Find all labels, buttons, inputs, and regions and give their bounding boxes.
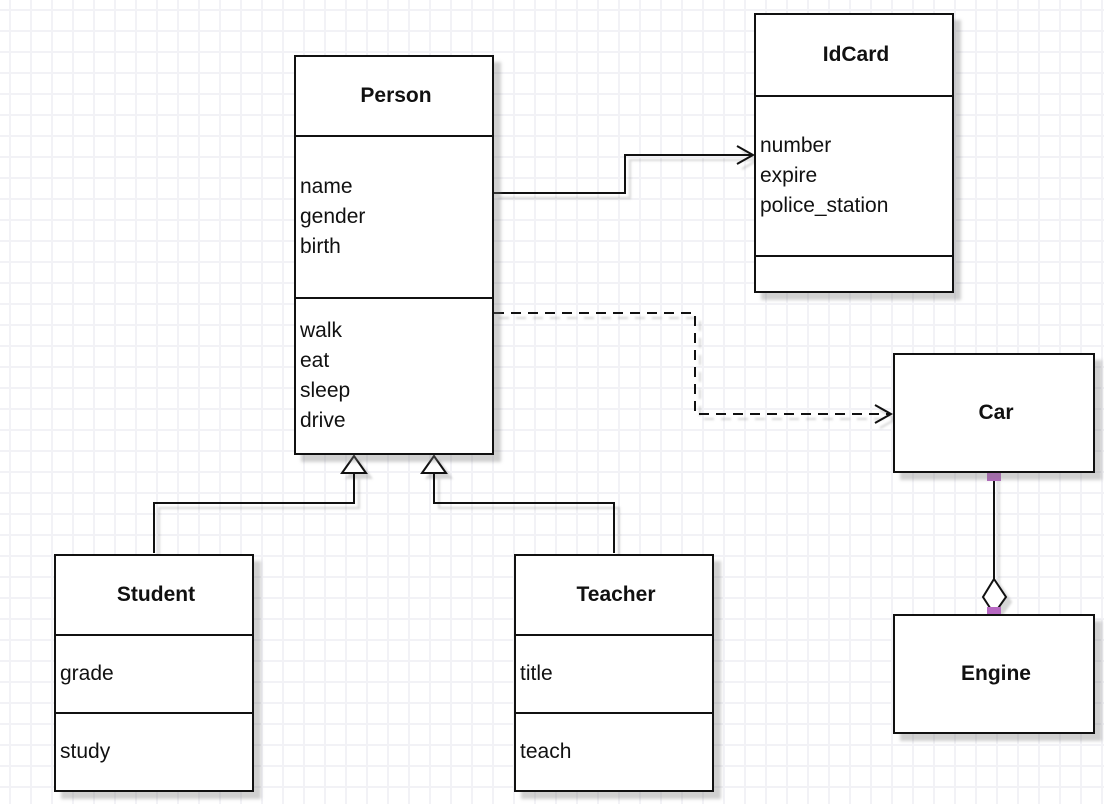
attribute-label: grade	[60, 662, 114, 685]
hollow-triangle-icon	[340, 454, 368, 474]
attribute-label: expire	[760, 164, 818, 187]
class-title: Teacher	[576, 583, 656, 606]
class-box-idcard[interactable]: IdCard number expire police_station	[754, 13, 954, 293]
attribute-label: name	[300, 175, 353, 198]
method-label: drive	[300, 409, 346, 432]
attribute-label: number	[760, 134, 832, 157]
aggregation-car-engine[interactable]	[981, 474, 1008, 616]
name-compartment: Person	[296, 57, 492, 135]
open-arrow-icon	[736, 145, 756, 165]
class-box-student[interactable]: Student grade study	[54, 554, 254, 792]
methods-compartment: study	[56, 712, 252, 790]
open-arrow-icon	[874, 404, 894, 424]
method-label: eat	[300, 349, 330, 372]
association-person-idcard[interactable]	[494, 145, 756, 194]
name-compartment: Car	[895, 355, 1093, 471]
class-box-engine[interactable]: Engine	[893, 614, 1095, 734]
attribute-label: gender	[300, 205, 366, 228]
dependency-person-car[interactable]	[494, 312, 894, 424]
class-title: Engine	[960, 662, 1031, 685]
class-box-teacher[interactable]: Teacher title teach	[514, 554, 714, 792]
methods-compartment	[756, 255, 952, 291]
name-compartment: Engine	[895, 616, 1093, 732]
attributes-compartment: title	[516, 634, 712, 712]
method-label: walk	[300, 319, 343, 342]
method-label: teach	[520, 740, 572, 763]
name-compartment: IdCard	[756, 15, 952, 95]
generalization-student-person[interactable]	[153, 454, 368, 553]
method-label: sleep	[300, 379, 351, 402]
class-title: Student	[116, 583, 196, 606]
attribute-label: police_station	[760, 194, 889, 217]
class-title: IdCard	[822, 43, 890, 66]
attribute-label: birth	[300, 235, 341, 258]
attributes-compartment: number expire police_station	[756, 95, 952, 255]
hollow-triangle-icon	[420, 454, 448, 474]
class-box-person[interactable]: Person name gender birth walk eat sleep …	[294, 55, 494, 455]
name-compartment: Teacher	[516, 556, 712, 634]
attributes-compartment: grade	[56, 634, 252, 712]
generalization-teacher-person[interactable]	[420, 454, 615, 553]
attributes-compartment: name gender birth	[296, 135, 492, 297]
method-label: study	[60, 740, 111, 763]
methods-compartment: teach	[516, 712, 712, 790]
name-compartment: Student	[56, 556, 252, 634]
hollow-diamond-icon	[981, 577, 1008, 616]
class-title: Car	[978, 401, 1014, 424]
class-box-car[interactable]: Car	[893, 353, 1095, 473]
methods-compartment: walk eat sleep drive	[296, 297, 492, 453]
attribute-label: title	[520, 662, 553, 685]
class-title: Person	[360, 84, 432, 107]
